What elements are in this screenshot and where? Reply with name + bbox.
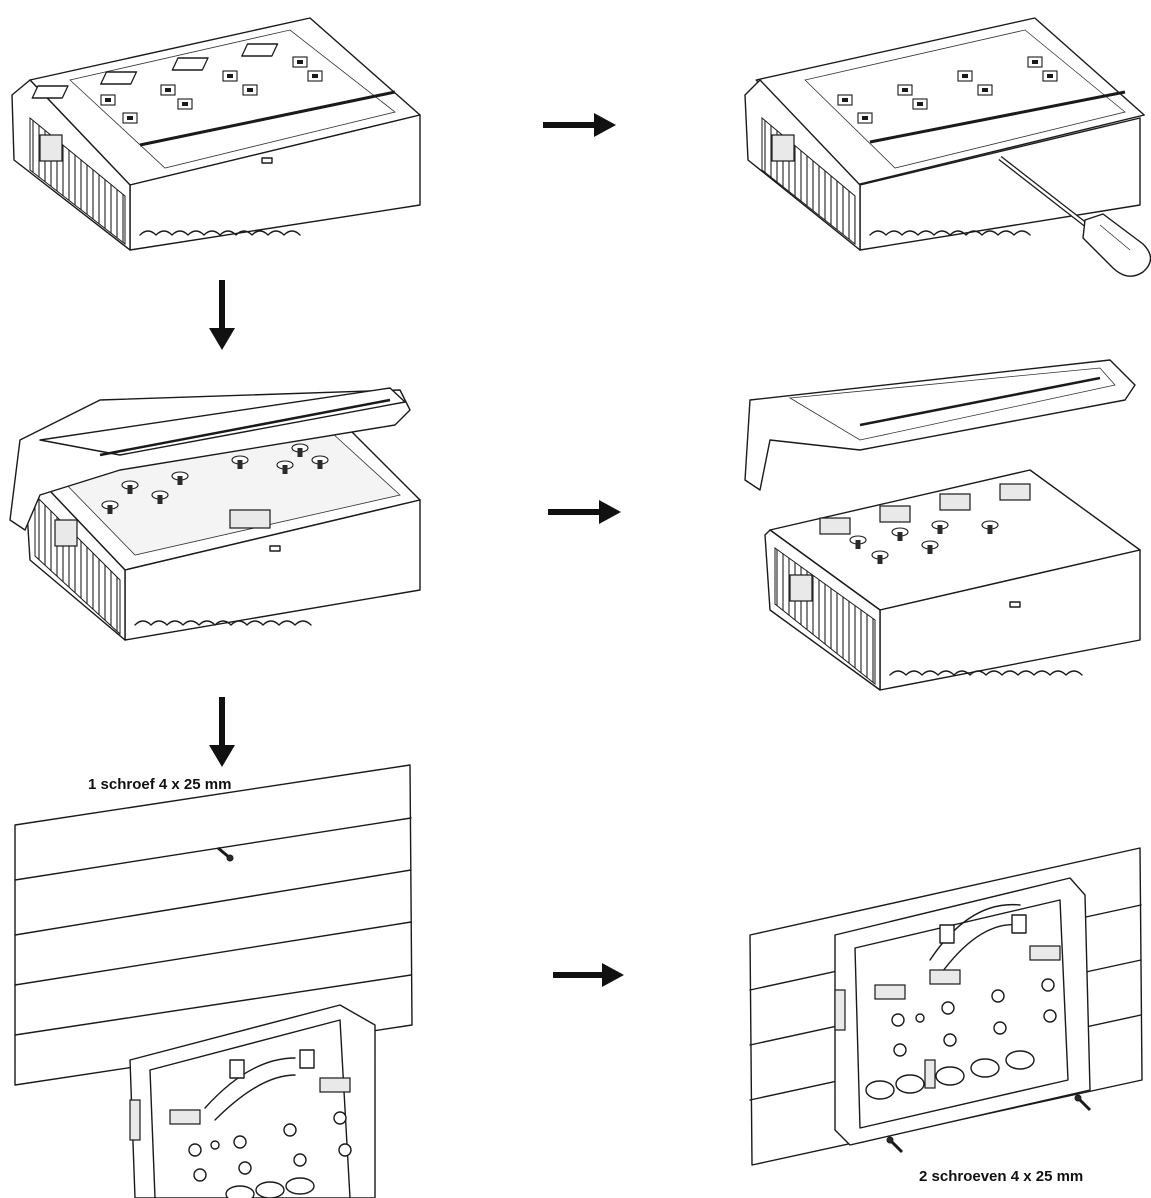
step-mount-base-two-screws [749, 847, 1143, 1166]
arrow-down-icon [209, 280, 235, 350]
arrow-right-icon [543, 113, 616, 137]
screw-icon [886, 1136, 904, 1154]
step-cover-removed [744, 359, 1141, 691]
arrow-right-icon [553, 963, 624, 987]
screw-icon [217, 846, 234, 862]
arrow-down-icon [209, 697, 235, 767]
step-pry-with-screwdriver [744, 17, 1151, 277]
screwdriver-icon [998, 156, 1151, 277]
step-lift-cover [9, 387, 421, 641]
caption-two-screws: 2 schroeven 4 x 25 mm [919, 1168, 1084, 1185]
arrow-right-icon [548, 500, 621, 524]
step-closed-unit [11, 17, 421, 251]
caption-single-screw: 1 schroef 4 x 25 mm [88, 776, 232, 793]
step-mount-wall-board-single-screw [14, 764, 413, 1198]
screw-icon [1074, 1094, 1092, 1112]
